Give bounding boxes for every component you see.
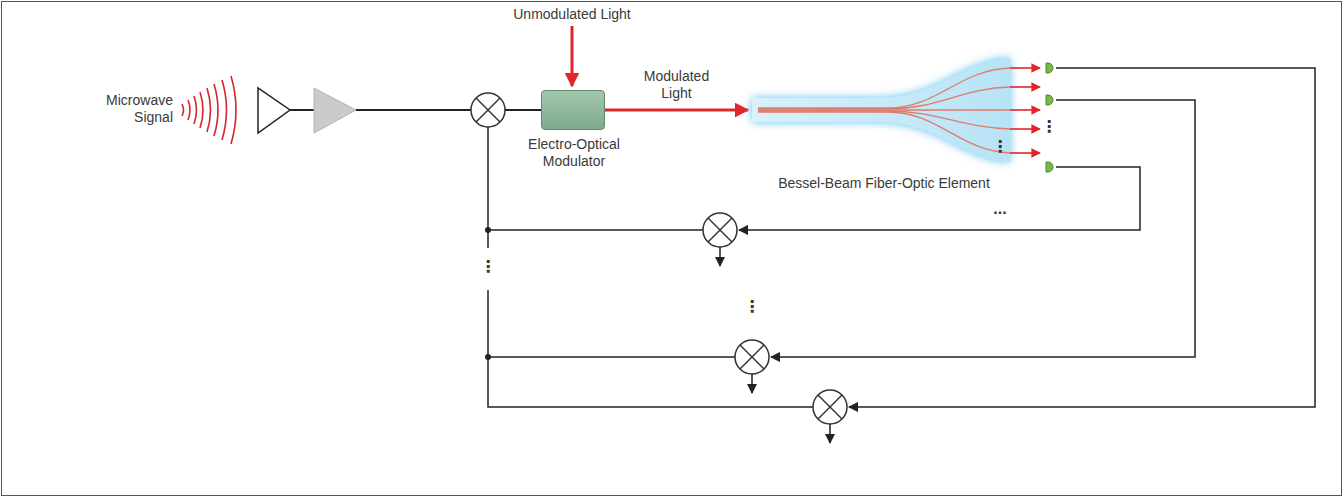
amplifier-symbol (314, 88, 356, 133)
node-label: Electro-Optical Modulator (509, 136, 639, 170)
signal-label: Microwave Signal (89, 92, 173, 126)
junction-dot (485, 227, 491, 233)
mixer-symbol (471, 93, 505, 127)
light-connector (605, 109, 748, 112)
wire (290, 109, 314, 111)
ellipsis: ⋮ (478, 258, 498, 275)
light-label: Unmodulated Light (492, 6, 652, 23)
light-arrow (571, 26, 574, 86)
output-arrow (720, 247, 830, 443)
photodetector (1046, 63, 1053, 172)
wire (505, 109, 541, 111)
mixer-symbol (813, 390, 847, 424)
antenna-symbol (258, 88, 290, 133)
modulator-box: Electro-Optical Modulator (541, 90, 605, 130)
junction-dot (485, 354, 491, 360)
ellipsis: ... (980, 200, 1020, 217)
mixer-symbol (735, 340, 769, 374)
ellipsis: ⋮ (990, 138, 1010, 155)
mixer-symbol (703, 213, 737, 247)
microwave-waves (182, 76, 236, 144)
wire (356, 109, 471, 111)
ellipsis: ⋮ (742, 298, 762, 315)
reference-bus (488, 127, 813, 407)
node-label: Bessel-Beam Fiber-Optic Element (734, 175, 1034, 192)
edge-label: Modulated Light (632, 68, 722, 102)
fiber-outline (748, 50, 1020, 170)
fiber-element: Bessel-Beam Fiber-Optic Element (748, 50, 1020, 170)
ellipsis: ⋮ (1039, 118, 1059, 135)
